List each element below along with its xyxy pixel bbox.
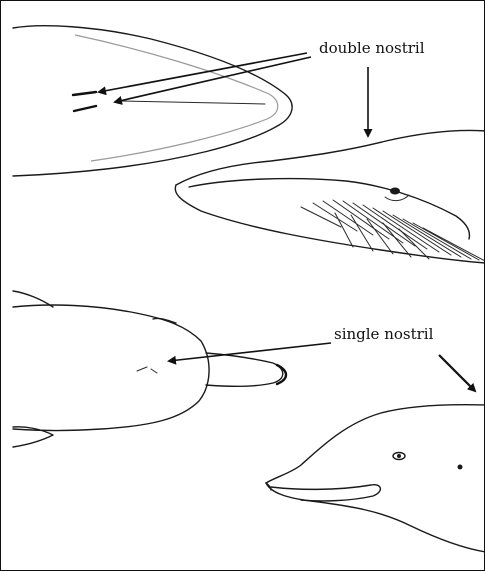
dolphin-side-view [266,405,485,552]
dolphin-top-view [13,291,286,447]
arrow-to-left-blowhole [99,53,307,92]
baleen-whale-side-view [175,130,485,263]
arrow-to-right-blowhole [115,57,311,102]
baleen-whale-top-view [13,26,292,176]
eye-icon [390,188,400,195]
left-blowhole [73,92,96,95]
right-blowhole [74,106,96,111]
ear-hole-icon [458,465,463,470]
arrow-to-dolphin-side [439,355,475,391]
single-nostril-label: single nostril [334,325,433,343]
single-blowhole [137,367,147,371]
double-nostril-label: double nostril [319,39,425,57]
